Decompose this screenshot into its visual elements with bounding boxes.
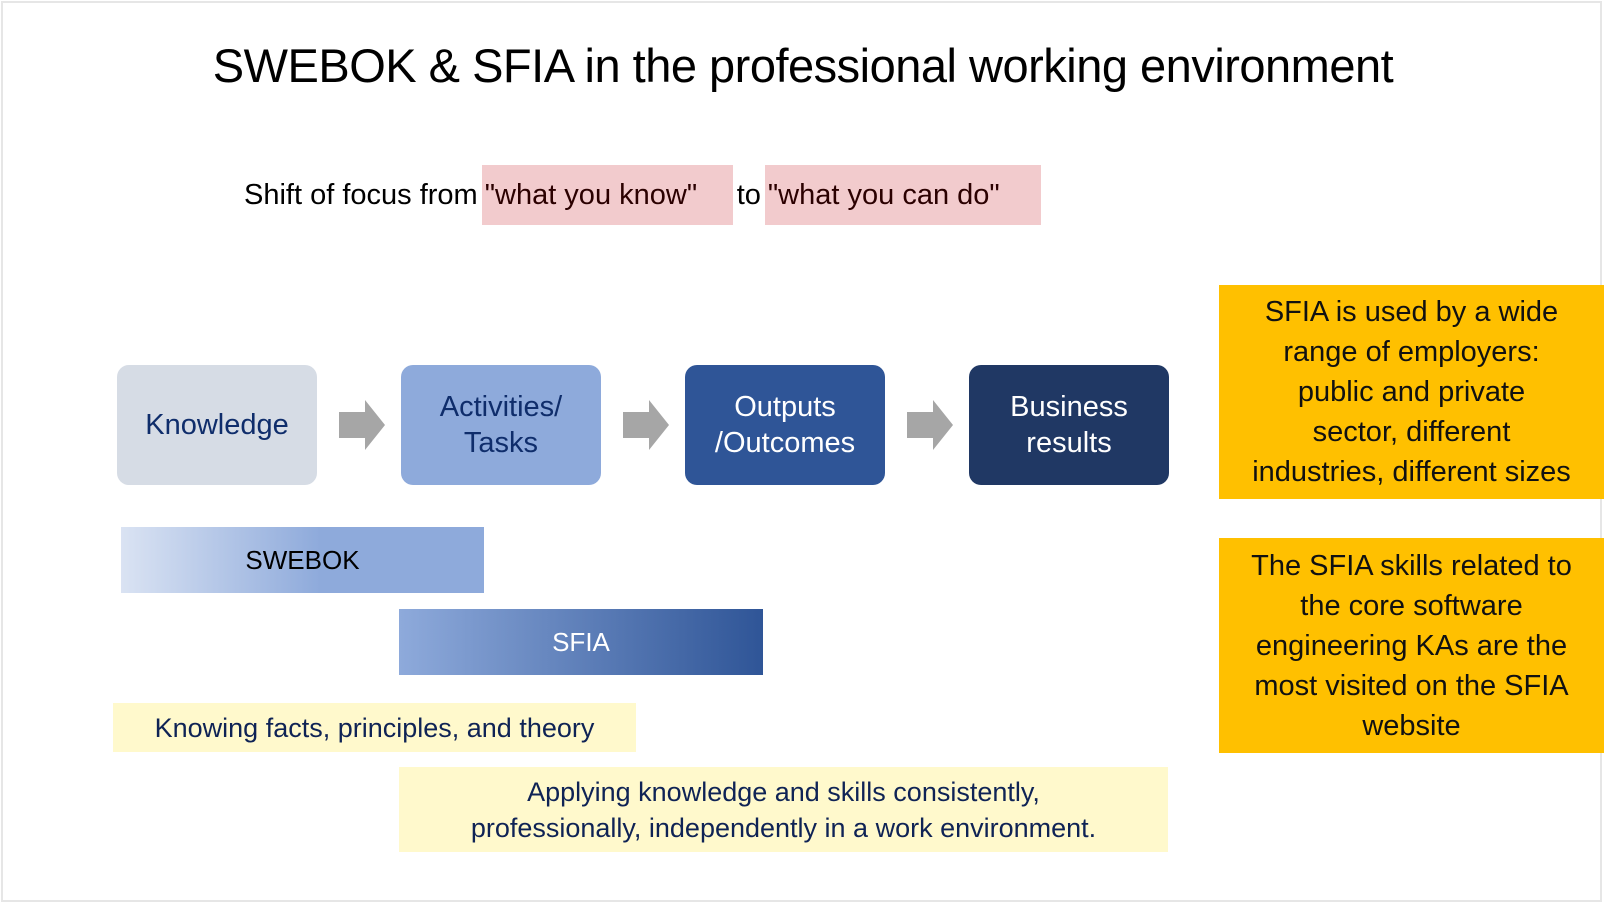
right-arrow-icon — [907, 400, 953, 450]
sfia-coverage-bar: SFIA — [399, 609, 763, 675]
right-arrow-icon — [623, 400, 669, 450]
callout-most-visited: The SFIA skills related to the core soft… — [1219, 538, 1604, 753]
applying-note: Applying knowledge and skills consistent… — [399, 767, 1168, 852]
swebok-coverage-bar: SWEBOK — [121, 527, 484, 593]
knowing-note: Knowing facts, principles, and theory — [113, 703, 636, 752]
focus-shift-statement: Shift of focus from "what you know" to "… — [244, 165, 1041, 225]
subtitle-prefix: Shift of focus from — [244, 178, 478, 211]
subtitle-connector: to — [736, 178, 761, 211]
step-knowledge: Knowledge — [117, 365, 317, 485]
callout-employers: SFIA is used by a wide range of employer… — [1219, 285, 1604, 499]
right-arrow-icon — [339, 400, 385, 450]
highlight-what-you-know: "what you know" — [481, 165, 733, 225]
highlight-what-you-can-do: "what you can do" — [764, 165, 1041, 225]
slide-title: SWEBOK & SFIA in the professional workin… — [212, 39, 1394, 92]
step-outputs-outcomes: Outputs /Outcomes — [685, 365, 885, 485]
step-activities-tasks: Activities/ Tasks — [401, 365, 601, 485]
step-business-results: Business results — [969, 365, 1169, 485]
